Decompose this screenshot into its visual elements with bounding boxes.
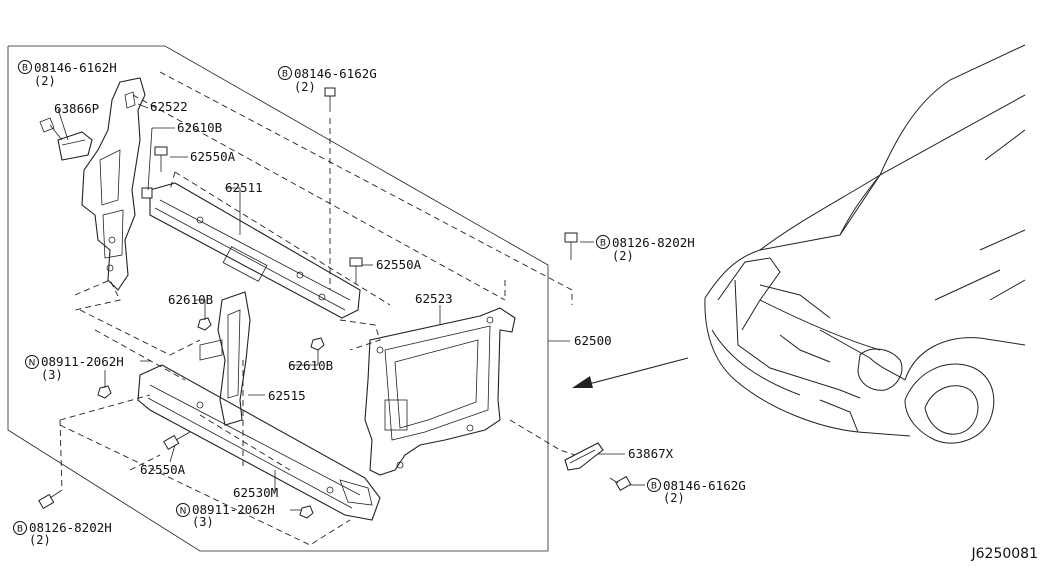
fasteners bbox=[38, 87, 632, 519]
bolt-badge-icon: B bbox=[18, 60, 32, 74]
svg-text:B: B bbox=[651, 482, 657, 492]
part-labels: 08146-6162H (2) 63866P 62522 62610B 6255… bbox=[29, 60, 1038, 562]
bolt-icon bbox=[154, 146, 168, 172]
label-62610b-left: 62610B bbox=[168, 292, 213, 307]
right-side-member bbox=[364, 307, 516, 476]
nut-icon bbox=[197, 317, 212, 331]
label-62515: 62515 bbox=[268, 388, 306, 403]
label-62550a-bottom: 62550A bbox=[140, 462, 186, 477]
car-front-illustration bbox=[704, 44, 1026, 444]
alignment-dashed-lines bbox=[59, 71, 576, 546]
bracket-63867x bbox=[564, 442, 604, 471]
label-qty: (3) bbox=[192, 515, 214, 529]
bolt-icon bbox=[38, 489, 63, 510]
bolt-badge-icon: B bbox=[647, 478, 661, 492]
assembly-boundary bbox=[7, 45, 549, 552]
svg-text:B: B bbox=[17, 525, 23, 535]
hood-lock-support bbox=[199, 291, 251, 426]
direction-arrow bbox=[572, 357, 689, 388]
bolt-icon bbox=[609, 475, 632, 492]
label-63866p: 63866P bbox=[54, 101, 99, 116]
diagram-code: J6250081 bbox=[971, 546, 1038, 562]
label-08126-8202h-right: 08126-8202H bbox=[612, 235, 695, 250]
nut-icon bbox=[310, 337, 325, 351]
label-qty: (2) bbox=[294, 80, 316, 94]
bolt-badge-icon: B bbox=[13, 521, 27, 535]
lower-core-support bbox=[137, 364, 381, 521]
label-qty: (2) bbox=[663, 491, 685, 505]
label-62523: 62523 bbox=[415, 291, 453, 306]
badges: B B B N B N B bbox=[13, 60, 661, 535]
bolt-icon bbox=[141, 187, 153, 199]
svg-text:N: N bbox=[180, 507, 187, 517]
svg-text:N: N bbox=[29, 359, 36, 369]
label-62550a-mid: 62550A bbox=[376, 257, 422, 272]
label-qty: (3) bbox=[41, 368, 63, 382]
label-qty: (2) bbox=[612, 249, 634, 263]
nut-badge-icon: N bbox=[176, 503, 190, 517]
nut-icon bbox=[97, 385, 112, 399]
label-62511: 62511 bbox=[225, 180, 263, 195]
label-08911-2062h-bottom: 08911-2062H bbox=[192, 502, 275, 517]
label-62610b-top: 62610B bbox=[177, 120, 222, 135]
label-62550a-top: 62550A bbox=[190, 149, 236, 164]
svg-text:B: B bbox=[600, 239, 606, 249]
bolt-badge-icon: B bbox=[278, 66, 292, 80]
label-qty: (2) bbox=[34, 74, 56, 88]
label-08126-8202h-left: 08126-8202H bbox=[29, 520, 112, 535]
nut-badge-icon: N bbox=[25, 355, 39, 369]
label-08146-6162h-top: 08146-6162H bbox=[34, 60, 117, 75]
label-08146-6162g-bottom: 08146-6162G bbox=[663, 478, 746, 493]
nut-icon bbox=[299, 505, 314, 519]
bolt-icon bbox=[349, 257, 363, 284]
svg-text:B: B bbox=[22, 64, 28, 74]
label-63867x: 63867X bbox=[628, 446, 674, 461]
leader-lines bbox=[57, 103, 645, 511]
label-62530m: 62530M bbox=[233, 485, 278, 500]
left-side-bracket bbox=[39, 77, 146, 291]
bolt-badge-icon: B bbox=[596, 235, 610, 249]
label-qty: (2) bbox=[29, 533, 51, 547]
bolt-icon bbox=[324, 87, 336, 112]
label-62500: 62500 bbox=[574, 333, 612, 348]
label-08911-2062h-left: 08911-2062H bbox=[41, 354, 124, 369]
svg-text:B: B bbox=[282, 70, 288, 80]
label-08146-6162g-top: 08146-6162G bbox=[294, 66, 377, 81]
bolt-icon bbox=[163, 431, 191, 451]
label-62610b-mid: 62610B bbox=[288, 358, 333, 373]
bolt-icon bbox=[564, 232, 578, 260]
upper-core-support bbox=[149, 182, 361, 319]
label-62522: 62522 bbox=[150, 99, 188, 114]
